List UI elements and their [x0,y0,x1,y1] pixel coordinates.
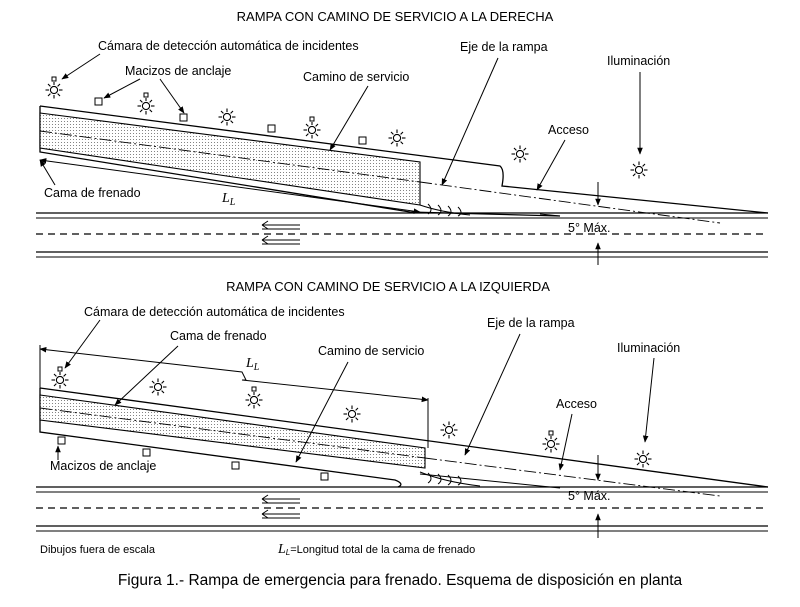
bottom-bed-end-chevrons [419,471,481,487]
top-lamp-3 [510,144,530,164]
top-access-leader [536,139,566,191]
bottom-anchor-block-3 [231,461,240,470]
bottom-lighting-label: Iluminación [617,341,680,355]
bottom-anchors-label: Macizos de anclaje [50,459,156,473]
top-lamp-4 [629,160,649,180]
bottom-lighting-leader [642,357,655,443]
bottom-ramp-axis-label: Eje de la rampa [487,316,575,330]
figure-caption: Figura 1.- Rampa de emergencia para fren… [118,572,683,589]
top-anchor-block-4 [358,136,367,145]
bottom-traffic-arrow-1 [261,494,300,504]
top-lamp-cam-2 [136,92,156,116]
top-camera-leader [61,53,101,80]
top-anchors-leader-2 [159,78,185,114]
bottom-camera-leader [64,319,101,369]
bottom-lamp-4 [633,449,653,469]
bottom-lamp-1 [148,377,168,397]
top-anchor-block-3 [267,124,276,133]
bottom-anchor-block-2 [142,448,151,457]
top-service-road-leader [329,85,369,151]
bottom-lamp-2 [342,404,362,424]
bottom-ramp-top-edge [39,387,769,488]
top-camera-label: Cámara de detección automática de incide… [98,39,359,53]
top-access-label: Acceso [548,123,589,137]
bottom-lamp-cam-3 [541,430,561,454]
top-lighting-label: Iluminación [607,54,670,68]
bottom-arrester-bed [39,394,426,469]
top-anchor-block-1 [94,97,103,106]
top-camera-lamp [44,76,64,100]
top-bed-label: Cama de frenado [44,186,141,200]
bottom-traffic-arrow-2 [261,509,300,519]
scale-note: Dibujos fuera de escala [40,544,156,556]
bottom-anchor-block-4 [320,472,329,481]
top-service-road-edge [39,105,769,214]
bottom-bed-centerline [39,407,426,459]
bottom-ramp-axis-line [424,457,721,497]
top-title: RAMPA CON CAMINO DE SERVICIO A LA DERECH… [237,9,554,24]
bottom-angle-label: 5° Máx. [568,489,611,503]
top-bed-end-chevrons [419,203,471,217]
top-lamp-cam-3 [302,116,322,140]
top-diagram: RAMPA CON CAMINO DE SERVICIO A LA DERECH… [36,9,769,265]
top-bed-centerline [39,130,421,183]
bottom-bed-label: Cama de frenado [170,329,267,343]
top-ramp-axis-leader [441,57,499,186]
top-lamp-2 [387,128,407,148]
top-traffic-arrow-1 [261,220,300,230]
bottom-gore-line [419,473,561,489]
top-traffic-arrow-2 [261,235,300,245]
bottom-service-road-edge [39,388,402,488]
top-service-road-label: Camino de servicio [303,70,409,84]
bottom-camera-lamp [50,366,70,390]
top-angle-label: 5° Máx. [568,221,611,235]
bottom-bed-leader [114,345,179,406]
bottom-length-dimension [39,346,429,403]
length-legend: LL=Longitud total de la cama de frenado [277,542,475,557]
bottom-access-label: Acceso [556,397,597,411]
bottom-ramp-axis-leader [464,333,521,456]
top-anchor-block-2 [179,113,188,122]
bottom-title: RAMPA CON CAMINO DE SERVICIO A LA IZQUIE… [226,279,550,294]
bottom-lamp-3 [439,420,459,440]
top-lamp-1 [217,107,237,127]
bottom-anchor-block-1 [57,436,66,445]
bottom-diagram: RAMPA CON CAMINO DE SERVICIO A LA IZQUIE… [36,279,769,538]
bottom-service-road-label: Camino de servicio [318,344,424,358]
top-gore-line [539,213,561,217]
bottom-lamp-cam-2 [244,386,264,410]
bottom-camera-label: Cámara de detección automática de incide… [84,305,345,319]
top-bed-leader [39,159,56,186]
top-anchors-leader-1 [103,78,141,99]
top-ramp-axis-line [419,181,721,224]
top-ramp-axis-label: Eje de la rampa [460,40,548,54]
top-length-dimension [39,158,421,214]
bottom-access-leader [558,413,573,471]
bottom-length-label: LL [245,356,260,373]
top-length-label: LL [221,191,236,208]
top-anchors-label: Macizos de anclaje [125,64,231,78]
